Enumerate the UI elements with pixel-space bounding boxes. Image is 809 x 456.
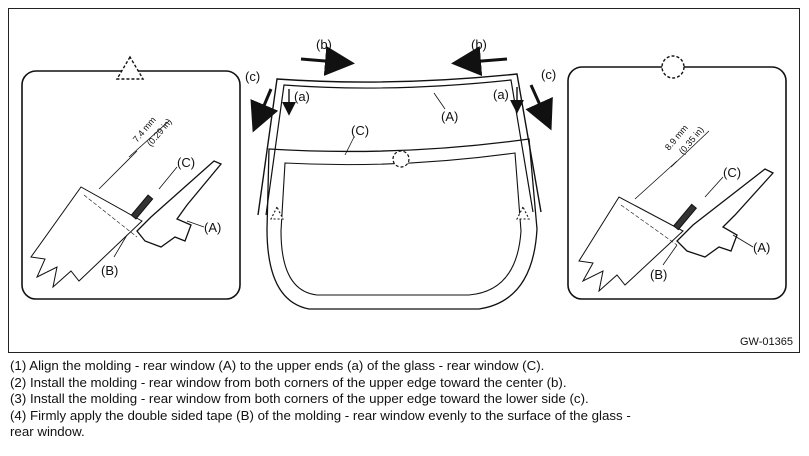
left-dim-ext: [128, 120, 170, 158]
left-double-sided-tape: [130, 194, 154, 220]
right-dim-ext: [670, 130, 710, 168]
label-b-left: (b): [316, 37, 332, 52]
center-circle-marker: [392, 150, 410, 168]
arrow-b-right: [451, 46, 508, 77]
right-label-A: (A): [753, 240, 770, 255]
glass-right-triangle: [516, 205, 530, 220]
left-label-B: (B): [101, 263, 118, 278]
right-dim-guide: [620, 204, 678, 246]
glass-left-triangle: [270, 205, 284, 220]
step-1: (1) Align the molding - rear window (A) …: [10, 358, 545, 373]
diagram-figure: 7.4 mm (0.29 in) (C) (A) (B): [8, 8, 800, 353]
left-label-C: (C): [177, 155, 195, 170]
right-label-B: (B): [650, 267, 667, 282]
label-a-left: (a): [294, 89, 310, 104]
step-4-continued: rear window.: [10, 424, 85, 439]
center-window-diagram: (b) (b) (c) (c) (a) (a) (A) (C): [245, 37, 556, 310]
label-a-right: (a): [493, 87, 509, 102]
diagram-svg: 7.4 mm (0.29 in) (C) (A) (B): [21, 37, 787, 310]
left-leader-A: [186, 220, 205, 228]
left-dim-line: [98, 150, 138, 190]
right-dim-line: [634, 160, 678, 200]
left-leader-B: [113, 234, 128, 258]
right-leader-C: [704, 176, 724, 198]
left-dim-guide: [83, 194, 138, 238]
left-detail-panel: 7.4 mm (0.29 in) (C) (A) (B): [21, 55, 241, 300]
arrow-b-left: [300, 46, 355, 76]
leader-C-center: [344, 136, 355, 156]
molding-outer: [257, 73, 542, 216]
left-detail-frame: [21, 70, 241, 300]
glass-outer: [266, 138, 538, 310]
arrow-c-right: [525, 84, 553, 131]
right-double-sided-tape: [672, 203, 698, 231]
left-label-A: (A): [204, 220, 221, 235]
label-C-center: (C): [351, 123, 369, 138]
left-glass-section: [30, 186, 143, 289]
step-4: (4) Firmly apply the double sided tape (…: [10, 407, 631, 423]
right-circle-marker: [661, 55, 685, 79]
right-glass-section: [578, 196, 684, 293]
left-triangle-marker: [115, 55, 145, 80]
molding-inner: [265, 79, 534, 216]
glass-inner: [280, 152, 522, 296]
right-leader-B: [662, 244, 678, 266]
label-A-center: (A): [441, 109, 458, 124]
right-molding: [676, 168, 775, 258]
step-2: (2) Install the molding - rear window fr…: [10, 374, 567, 390]
label-b-right: (b): [471, 37, 487, 52]
arrow-c-left: [250, 88, 279, 133]
right-label-C: (C): [723, 165, 741, 180]
figure-id: GW-01365: [740, 336, 793, 348]
label-c-right: (c): [541, 67, 556, 82]
leader-A-center: [433, 92, 446, 110]
right-leader-A: [732, 234, 754, 248]
label-c-left: (c): [245, 69, 260, 84]
left-molding: [136, 160, 223, 248]
instruction-steps: (1) Align the molding - rear window (A) …: [10, 358, 806, 441]
right-detail-panel: 8.9 mm (0.35 in) (C) (A) (B): [567, 55, 787, 300]
step-3: (3) Install the molding - rear window fr…: [10, 391, 589, 406]
left-leader-C: [158, 166, 178, 190]
